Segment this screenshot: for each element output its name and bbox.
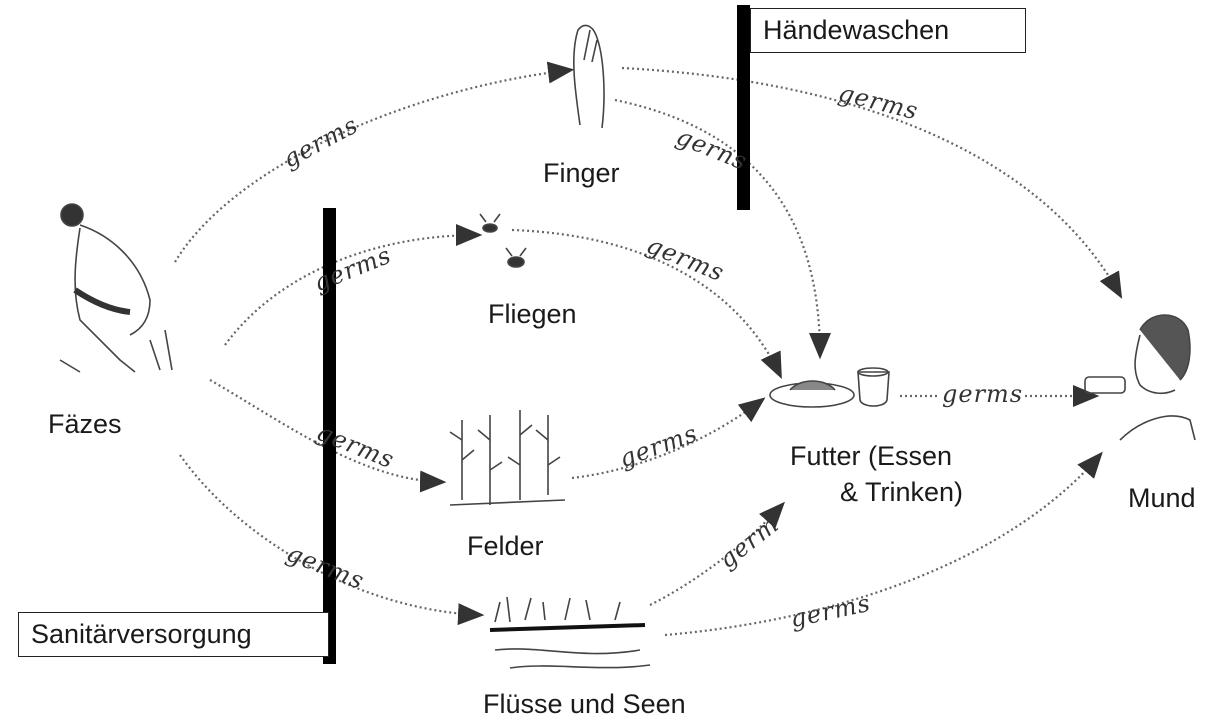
handwashing-barrier-label: Händewaschen [750,8,1026,53]
node-mouth: Mund [1128,483,1196,513]
node-food-line2: & Trinken) [840,477,964,507]
handwashing-barrier-bar [737,5,750,210]
squatting-person-illustration [59,203,173,373]
sanitation-barrier-label: Sanitärversorgung [18,612,329,657]
corn-field-illustration [449,410,566,506]
food-and-cup-illustration [769,367,890,408]
node-finger: Finger [543,158,620,188]
node-rivers: Flüsse und Seen [483,689,686,718]
arrow-finger-mouth [621,66,1123,299]
river-illustration [489,596,651,669]
arrow-finger-food [614,98,831,360]
node-food-line1: Futter (Essen [790,441,953,471]
arrow-feces-fields [209,379,447,493]
person-drinking-illustration [1084,314,1196,441]
arrow-feces-flies [224,224,483,346]
flies-illustration [479,213,527,268]
node-feces: Fäzes [48,409,122,439]
arrow-feces-finger [174,61,575,263]
node-flies: Fliegen [488,299,577,329]
arrow-fields-food [571,397,766,480]
node-fields: Felder [467,531,544,561]
arrow-rivers-mouth [664,451,1103,637]
sanitation-barrier-bar [323,208,336,664]
arrow-rivers-food [649,501,785,606]
germs-label-food-mouth: germs [940,380,1026,408]
hand-illustration [573,24,605,129]
